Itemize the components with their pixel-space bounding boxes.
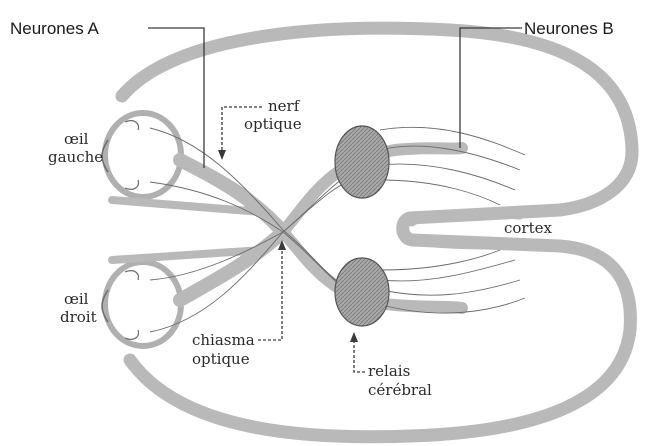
label-relais-2: cérébral (368, 381, 432, 399)
optic-nerve-right (180, 232, 283, 300)
label-oeil-droit-1: œil (64, 290, 89, 308)
label-oeil-gauche-2: gauche (48, 148, 103, 166)
label-neurones-a: Neurones A (10, 19, 99, 38)
label-chiasma-2: optique (192, 350, 250, 368)
left-eye (102, 113, 181, 197)
optic-nerve-left (180, 160, 283, 232)
label-nerf-optique-1: nerf (268, 97, 301, 115)
label-oeil-gauche-1: œil (64, 130, 89, 148)
pointer-relais (354, 340, 365, 372)
label-cortex: cortex (504, 219, 553, 237)
label-neurones-b: Neurones B (524, 19, 614, 38)
label-nerf-optique-2: optique (244, 115, 302, 133)
label-oeil-droit-2: droit (60, 308, 97, 326)
relay-nucleus-bottom (335, 258, 389, 326)
arrow-nerf-optique (218, 150, 226, 160)
arrow-relais (350, 332, 358, 342)
pointer-neurones-b (460, 28, 522, 148)
label-relais-1: relais (368, 362, 410, 380)
pointer-chiasma (258, 248, 282, 340)
right-eye (102, 262, 181, 346)
relay-nucleus-top (335, 126, 389, 198)
label-chiasma-1: chiasma (192, 331, 255, 349)
